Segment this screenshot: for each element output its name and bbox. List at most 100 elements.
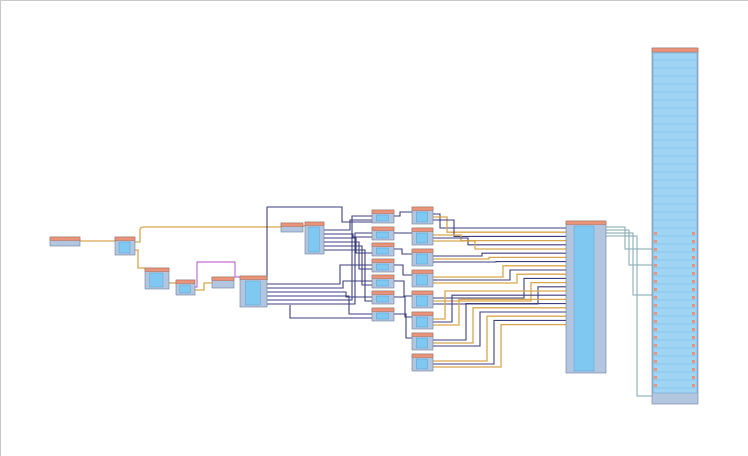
right-panel-port [692,288,695,291]
mux-block-1[interactable] [411,227,434,246]
mid-block-1-header[interactable] [371,226,395,231]
wire [433,298,566,326]
right-panel-port [654,296,657,299]
right-panel-port [692,232,695,235]
mux-block-3-ports[interactable] [416,274,428,286]
right-panel-port [692,352,695,355]
mux-block-5-header[interactable] [411,311,434,316]
wire [267,215,372,301]
mux-block-1-header[interactable] [411,227,434,232]
block-2[interactable] [114,236,136,256]
wire [433,256,566,260]
mux-block-1-ports[interactable] [416,232,428,244]
right-panel-port [692,344,695,347]
mid-block-0[interactable] [371,209,395,224]
mid-block-0-ports[interactable] [376,214,389,222]
right-panel-port [654,368,657,371]
mux-block-4-ports[interactable] [416,295,428,307]
block-4-header[interactable] [175,279,196,284]
mux-block-6-header[interactable] [411,332,434,337]
right-panel-port [692,328,695,331]
source-block[interactable] [49,236,81,247]
block-7-header[interactable] [280,222,304,227]
mux-block-0-ports[interactable] [416,211,428,223]
mid-block-5-header[interactable] [371,290,395,295]
block-4[interactable] [175,279,196,296]
block-8[interactable] [304,221,325,255]
block-6-header[interactable] [239,275,268,280]
mid-block-2[interactable] [371,242,395,257]
mux-block-6[interactable] [411,332,434,351]
wire [433,213,566,229]
block-4-ports[interactable] [179,284,191,294]
right-panel-port [692,304,695,307]
wire [433,281,566,302]
right-panel-block[interactable] [651,47,699,405]
block-6-ports[interactable] [245,280,261,306]
right-panel-port [692,376,695,379]
wire [394,248,412,255]
wire [606,235,652,397]
right-panel-header [651,47,699,53]
block-5[interactable] [211,276,235,289]
mid-block-5[interactable] [371,290,395,305]
mux-block-2-header[interactable] [411,248,434,253]
mux-block-7-ports[interactable] [416,358,428,370]
mid-block-1[interactable] [371,226,395,241]
mux-block-4[interactable] [411,290,434,309]
mid-block-5-ports[interactable] [376,295,389,303]
collector-block[interactable] [565,220,607,374]
mux-block-2-ports[interactable] [416,253,428,265]
mid-block-4-header[interactable] [371,274,395,279]
source-block-header[interactable] [49,236,81,241]
block-3-ports[interactable] [149,272,164,288]
mid-block-6[interactable] [371,307,395,322]
block-5-header[interactable] [211,276,235,281]
wire [606,232,652,296]
mux-block-4-header[interactable] [411,290,434,295]
mid-block-3-header[interactable] [371,258,395,263]
mid-block-4-ports[interactable] [376,279,389,287]
block-8-ports[interactable] [308,226,320,253]
mux-block-0-header[interactable] [411,206,434,211]
right-panel-port [654,288,657,291]
mid-block-2-header[interactable] [371,242,395,247]
mux-block-0[interactable] [411,206,434,225]
mux-block-3[interactable] [411,269,434,288]
block-6[interactable] [239,275,268,308]
mid-block-0-header[interactable] [371,209,395,214]
collector-block-ports[interactable] [573,225,595,372]
block-2-ports[interactable] [118,241,131,254]
block-3-header[interactable] [144,267,170,272]
block-8-header[interactable] [304,221,325,226]
right-panel-port [654,344,657,347]
block-7[interactable] [280,222,304,233]
mux-block-5-ports[interactable] [416,316,428,328]
mid-block-6-header[interactable] [371,307,395,312]
right-panel-port [692,296,695,299]
mux-block-7[interactable] [411,353,434,372]
wire [195,282,212,291]
mux-block-2[interactable] [411,248,434,267]
mid-block-3-ports[interactable] [376,263,389,271]
right-panel-port [692,272,695,275]
block-2-header[interactable] [114,236,136,241]
mid-block-1-ports[interactable] [376,231,389,239]
mid-block-3[interactable] [371,258,395,273]
block-3[interactable] [144,267,170,290]
mux-block-6-ports[interactable] [416,337,428,349]
mid-block-6-ports[interactable] [376,312,389,320]
right-panel-port [692,320,695,323]
mid-block-4[interactable] [371,274,395,289]
mid-block-2-ports[interactable] [376,247,389,255]
right-panel-port [654,328,657,331]
collector-block-header[interactable] [565,220,607,225]
mux-block-5[interactable] [411,311,434,330]
wire [394,264,412,276]
wire [433,311,566,347]
wire [433,307,566,344]
right-panel-port [654,352,657,355]
mux-block-7-header[interactable] [411,353,434,358]
mux-block-3-header[interactable] [411,269,434,274]
